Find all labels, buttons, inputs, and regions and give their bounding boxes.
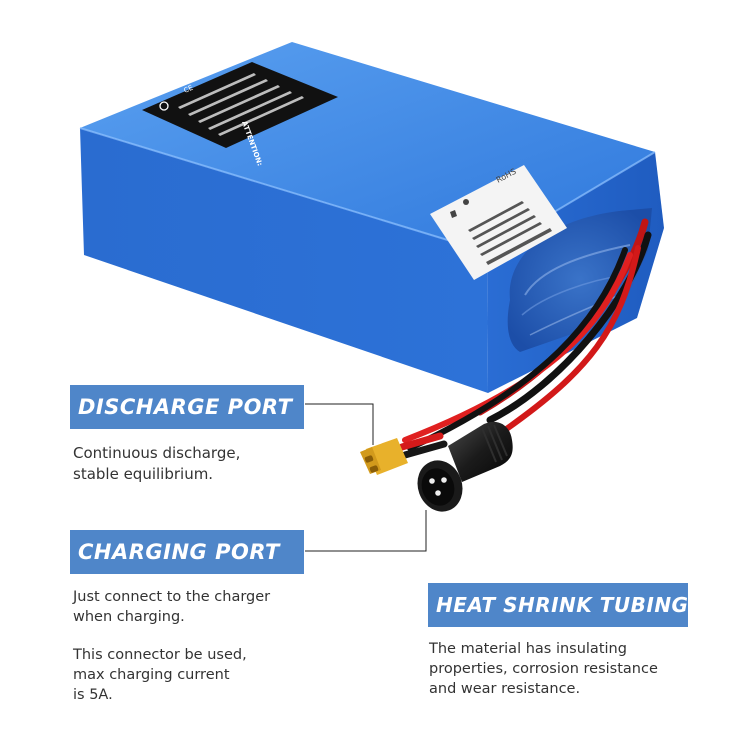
no-bin-icon [450, 210, 457, 218]
charging-line: is 5A. [73, 687, 113, 703]
heat-shrink-line: and wear resistance. [429, 681, 581, 697]
ce-icon: CE [183, 84, 195, 95]
discharge-port-tag: DISCHARGE PORT [70, 385, 304, 429]
heat-shrink-line: The material has insulating [429, 641, 627, 657]
heat-shrink-description: The material has insulating properties, … [429, 639, 658, 699]
xt60-connector [360, 438, 408, 475]
heat-shrink-tag: HEAT SHRINK TUBING [428, 583, 688, 627]
charging-line: This connector be used, [73, 647, 247, 663]
charging-connector [417, 421, 513, 512]
recycle-icon [159, 101, 169, 111]
charging-line: when charging. [73, 609, 185, 625]
wires [398, 218, 652, 459]
heat-shrink-line: properties, corrosion resistance [429, 661, 658, 677]
recycle-icon [463, 199, 469, 205]
charging-line: max charging current [73, 667, 230, 683]
charging-port-tag: CHARGING PORT [70, 530, 304, 574]
discharge-line: Continuous discharge, [73, 444, 241, 462]
discharge-port-description: Continuous discharge, stable equilibrium… [73, 443, 240, 485]
charging-port-description: Just connect to the charger when chargin… [73, 587, 270, 705]
discharge-line: stable equilibrium. [73, 465, 214, 483]
leader-lines [305, 403, 427, 552]
charging-line: Just connect to the charger [73, 589, 271, 605]
